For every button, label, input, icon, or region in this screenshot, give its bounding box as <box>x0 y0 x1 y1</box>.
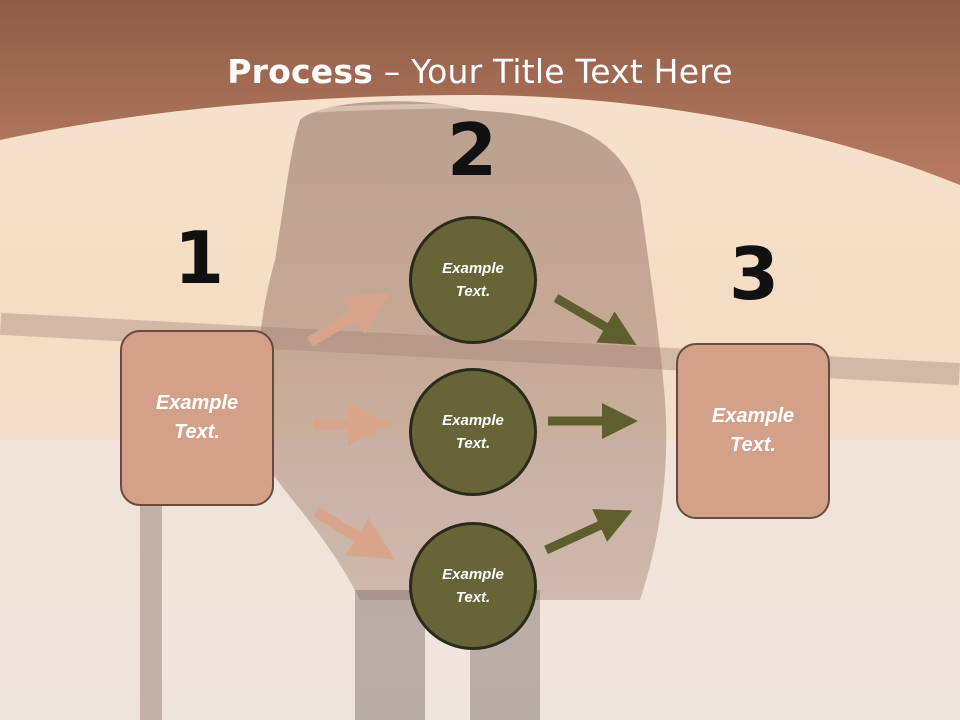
step-2-number: 2 <box>446 108 498 192</box>
slide-title: Process – Your Title Text Here <box>0 52 960 91</box>
title-rest: – Your Title Text Here <box>373 52 733 91</box>
step-2-text-1: Example Text. <box>442 260 504 300</box>
step-3-box: Example Text. <box>676 343 830 519</box>
arrow-2a-to-3 <box>553 294 637 346</box>
step-2-circle-3: Example Text. <box>409 522 537 650</box>
arrow-2c-to-3 <box>544 509 633 555</box>
step-1-number: 1 <box>173 216 225 300</box>
step-1-text: Example Text. <box>155 392 239 443</box>
arrow-1-to-2c <box>313 507 395 560</box>
title-bold: Process <box>227 52 374 91</box>
step-3-number: 3 <box>728 232 780 316</box>
step-2-text-2: Example Text. <box>442 412 504 452</box>
step-2-circle-2: Example Text. <box>409 368 537 496</box>
step-3-text: Example Text. <box>711 405 795 456</box>
step-1-box: Example Text. <box>120 330 274 506</box>
step-2-text-3: Example Text. <box>442 566 504 606</box>
arrow-1-to-2a <box>307 292 391 347</box>
step-2-circle-1: Example Text. <box>409 216 537 344</box>
